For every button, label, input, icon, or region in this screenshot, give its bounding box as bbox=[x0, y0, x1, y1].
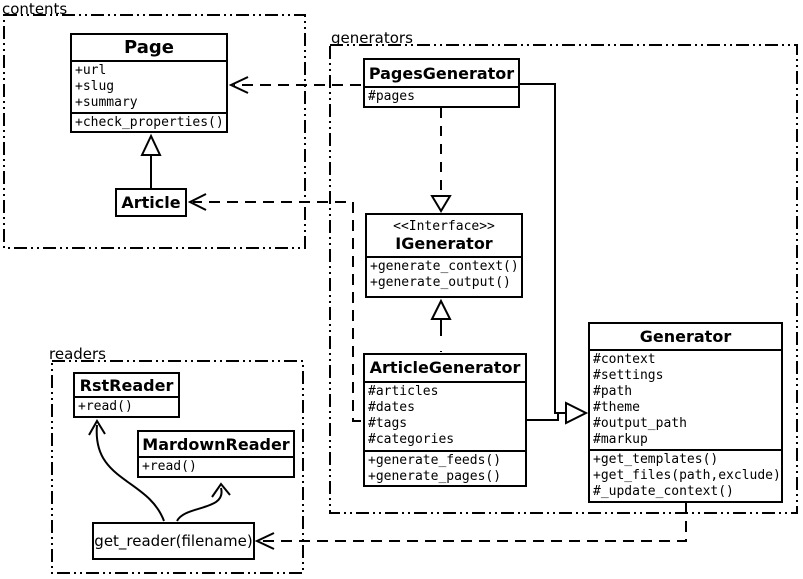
dependency-connector-articlegenerator-article bbox=[193, 201, 361, 422]
package-label-contents: contents bbox=[2, 0, 68, 18]
inheritance-connector-articlegenerator-generator bbox=[527, 414, 559, 421]
class-articlegenerator: ArticleGenerator #articles#dates#tags#ca… bbox=[363, 353, 527, 487]
class-attribute: #categories bbox=[368, 431, 455, 447]
class-attribute: +url bbox=[75, 62, 107, 78]
class-method: +generate_pages() bbox=[368, 468, 502, 484]
class-attribute: #markup bbox=[593, 431, 648, 447]
class-attribute: #output_path bbox=[593, 415, 687, 431]
class-attribute: #path bbox=[593, 383, 633, 399]
class-method: +generate_context() bbox=[370, 259, 519, 274]
class-method: +get_files(path,exclude) bbox=[593, 468, 781, 484]
class-header: <<Interface>> IGenerator bbox=[367, 215, 521, 256]
open-arrowhead-icon bbox=[254, 532, 275, 550]
function-get-reader: get_reader(filename) bbox=[92, 522, 255, 560]
package-generators-border bbox=[329, 44, 798, 514]
class-method: +generate_feeds() bbox=[368, 452, 502, 468]
realization-triangle-icon bbox=[430, 195, 452, 213]
class-attributes: #context#settings#path#theme#output_path… bbox=[590, 348, 781, 449]
inheritance-triangle-icon bbox=[565, 401, 589, 425]
class-article: Article bbox=[115, 188, 187, 217]
class-attribute: +slug bbox=[75, 78, 115, 94]
class-title: ArticleGenerator bbox=[369, 358, 521, 378]
call-arrow-getreader-mardownreader bbox=[176, 487, 223, 522]
class-attributes: +url+slug+summary bbox=[72, 59, 226, 112]
class-attribute: #settings bbox=[593, 367, 664, 383]
class-page: Page +url+slug+summary +check_properties… bbox=[70, 33, 228, 133]
class-title: MardownReader bbox=[142, 434, 290, 454]
class-title: Article bbox=[121, 193, 181, 212]
function-label: get_reader(filename) bbox=[94, 532, 253, 550]
class-attributes: #pages bbox=[365, 86, 518, 106]
class-method: +generate_output() bbox=[370, 275, 511, 290]
open-arrowhead-icon bbox=[211, 482, 231, 498]
class-pagesgenerator: PagesGenerator #pages bbox=[363, 58, 520, 108]
class-title: IGenerator bbox=[395, 233, 493, 253]
class-attribute: #context bbox=[593, 351, 656, 367]
class-attribute: #tags bbox=[368, 415, 408, 431]
class-generator: Generator #context#settings#path#theme#o… bbox=[588, 322, 783, 503]
inheritance-triangle-icon bbox=[140, 133, 162, 156]
class-attribute: #dates bbox=[368, 399, 415, 415]
open-arrowhead-icon bbox=[88, 419, 106, 436]
call-arrow-getreader-rstreader bbox=[95, 424, 165, 522]
class-attribute: #pages bbox=[368, 89, 415, 104]
class-method: #_update_context() bbox=[593, 484, 734, 500]
package-label-generators: generators bbox=[331, 29, 413, 47]
class-rstreader: RstReader +read() bbox=[73, 372, 180, 418]
class-igenerator: <<Interface>> IGenerator +generate_conte… bbox=[365, 213, 523, 298]
open-arrowhead-icon bbox=[187, 193, 207, 211]
class-title: Page bbox=[124, 36, 174, 58]
package-label-readers: readers bbox=[49, 345, 106, 363]
class-method: +get_templates() bbox=[593, 452, 719, 468]
class-attribute: +summary bbox=[75, 94, 138, 110]
class-methods: +generate_context()+generate_output() bbox=[367, 256, 521, 292]
class-methods: +get_templates()+get_files(path,exclude)… bbox=[590, 449, 781, 501]
package-readers-border bbox=[51, 360, 304, 574]
open-arrowhead-icon bbox=[228, 76, 249, 94]
class-methods: +check_properties() bbox=[72, 111, 226, 131]
class-method: +check_properties() bbox=[75, 114, 224, 130]
class-title: Generator bbox=[639, 326, 732, 346]
class-method: +read() bbox=[142, 459, 197, 474]
class-methods: +generate_feeds()+generate_pages() bbox=[365, 449, 525, 485]
class-methods: +read() bbox=[139, 456, 293, 476]
class-attribute: #theme bbox=[593, 399, 640, 415]
class-methods: +read() bbox=[75, 396, 178, 416]
class-method: +read() bbox=[78, 399, 133, 414]
realization-triangle-icon bbox=[430, 298, 452, 320]
dependency-connector-generator-getreader bbox=[261, 503, 687, 542]
package-contents-border bbox=[3, 14, 306, 249]
class-attribute: #articles bbox=[368, 383, 439, 399]
class-title: PagesGenerator bbox=[368, 63, 515, 83]
class-stereotype: <<Interface>> bbox=[393, 218, 495, 234]
class-title: RstReader bbox=[79, 375, 174, 395]
inheritance-connector-pagesgenerator-generator bbox=[520, 83, 565, 414]
class-mardownreader: MardownReader +read() bbox=[137, 430, 295, 478]
class-attributes: #articles#dates#tags#categories bbox=[365, 380, 525, 450]
